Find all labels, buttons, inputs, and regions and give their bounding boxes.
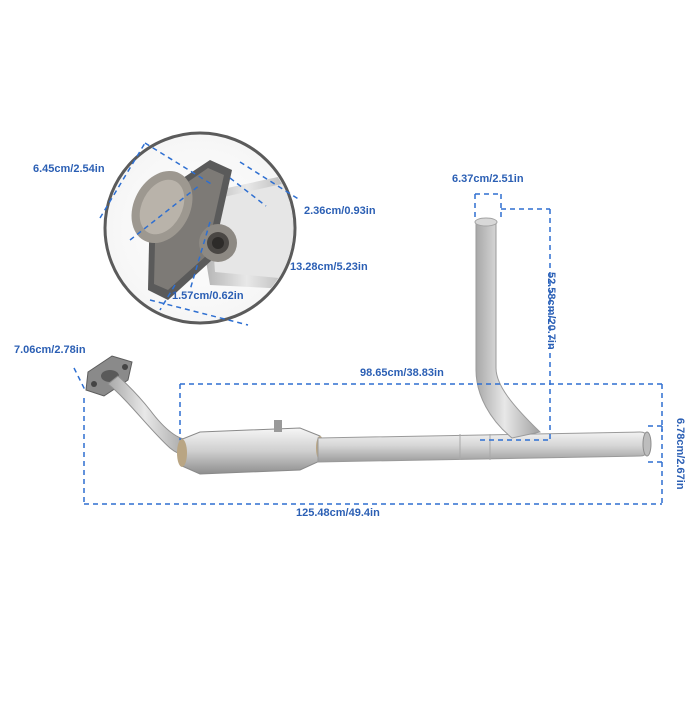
flange-width-label: 6.45cm/2.54in	[33, 163, 105, 175]
top-pipe-diameter-label: 6.37cm/2.51in	[452, 173, 524, 185]
bolt-hole-label: 1.57cm/0.62in	[172, 290, 244, 302]
inlet-diameter-label: 7.06cm/2.78in	[14, 344, 86, 356]
exhaust-pipe	[85, 217, 652, 475]
flange-length-label: 13.28cm/5.23in	[290, 261, 368, 273]
overall-length-label: 125.48cm/49.4in	[296, 507, 380, 519]
vertical-height-label: 52.58cm/20.7in	[545, 272, 557, 350]
flange-hole-spacing-label: 2.36cm/0.93in	[304, 205, 376, 217]
dimension-lines	[73, 142, 663, 506]
outlet-diameter-label: 6.78cm/2.67in	[674, 418, 686, 490]
converter-to-end-label: 98.65cm/38.83in	[360, 367, 444, 379]
catalytic-converter	[177, 420, 324, 475]
flange-detail-zoom	[103, 131, 297, 325]
